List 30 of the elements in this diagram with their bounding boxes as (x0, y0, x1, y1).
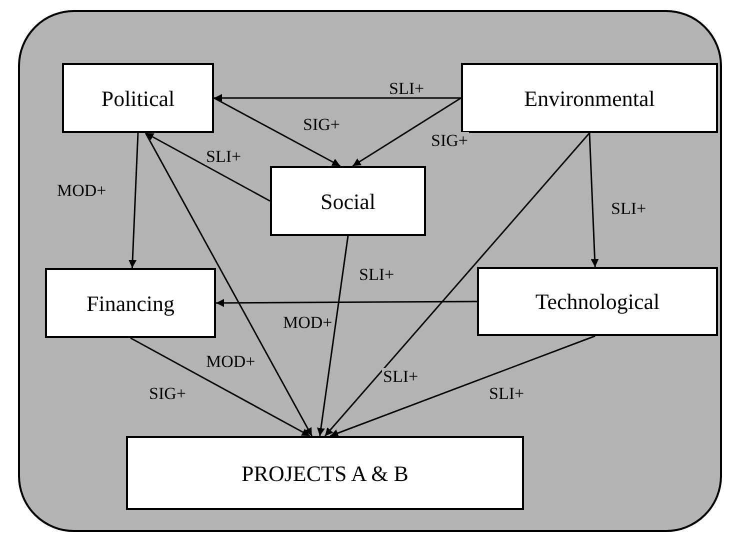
arrow (352, 97, 462, 167)
edge-label: MOD+ (205, 353, 256, 370)
factor-box: Financing (45, 268, 216, 338)
edge-label: SIG+ (302, 116, 341, 133)
edge-label: SIG+ (430, 132, 469, 149)
edge-label: SLI+ (488, 385, 526, 402)
edge-label: SLI+ (205, 148, 242, 165)
arrow (316, 236, 349, 436)
arrow (216, 298, 477, 307)
edge-label: MOD+ (56, 182, 108, 199)
factor-box: Political (62, 63, 214, 133)
arrow (214, 94, 461, 102)
factor-box: PROJECTS A & B (126, 436, 524, 510)
arrow (214, 97, 341, 167)
arrow (128, 132, 139, 268)
arrow (324, 132, 590, 436)
edge-label: SLI+ (610, 200, 648, 217)
arrow (130, 337, 310, 437)
edge-label: SLI+ (358, 266, 396, 283)
arrow (145, 132, 270, 202)
factor-box: Environmental (461, 63, 718, 133)
edge-label: SLI+ (388, 80, 426, 97)
edge-label: SIG+ (148, 385, 187, 402)
factor-box: Social (270, 166, 426, 236)
arrow (330, 335, 596, 437)
edge-label: MOD+ (282, 314, 334, 331)
arrow (144, 132, 313, 436)
edge-label: SLI+ (382, 368, 420, 385)
factor-box: Technological (477, 267, 718, 336)
arrow (588, 132, 599, 268)
